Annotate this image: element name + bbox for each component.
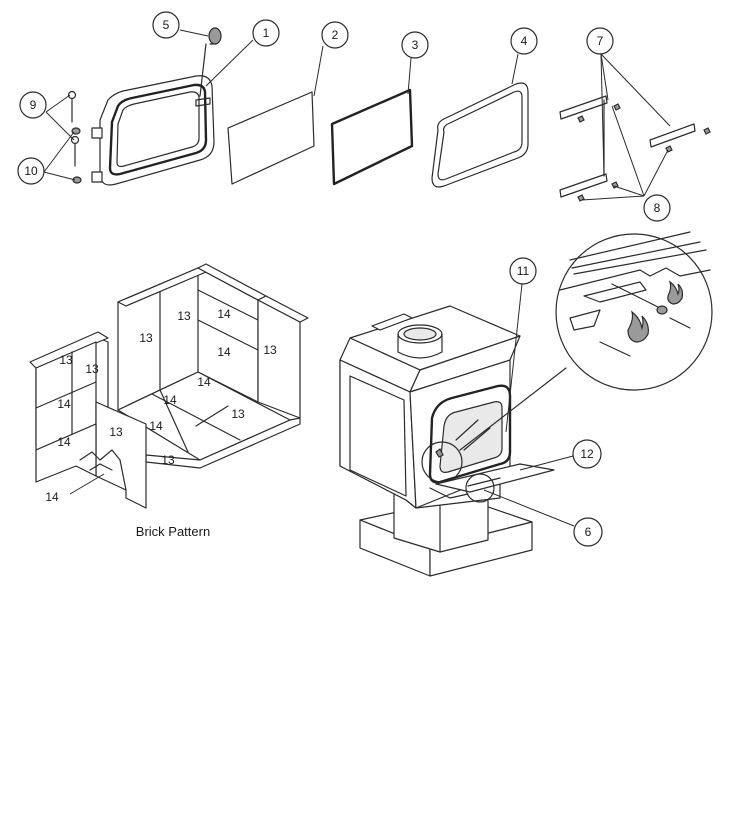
brick-label: 13 xyxy=(109,425,123,439)
glass-retainers xyxy=(559,95,711,202)
brick-label: 14 xyxy=(149,419,163,433)
brick-label: 13 xyxy=(161,453,175,467)
callout-6-label: 6 xyxy=(585,525,592,539)
handle-knob xyxy=(208,27,222,45)
callout-11-label: 11 xyxy=(517,264,530,278)
callout-6: 6 xyxy=(573,517,603,547)
door-gasket xyxy=(431,82,529,188)
callout-2: 2 xyxy=(321,21,349,49)
callout-4-label: 4 xyxy=(521,34,528,48)
brick-firebox xyxy=(29,263,309,509)
callout-8-label: 8 xyxy=(654,201,661,215)
brick-pattern-caption: Brick Pattern xyxy=(135,524,211,539)
callout-7-label: 7 xyxy=(597,34,604,48)
brick-label: 14 xyxy=(45,490,59,504)
brick-label: 14 xyxy=(57,397,71,411)
callout-2-label: 2 xyxy=(332,28,339,42)
brick-label: 14 xyxy=(217,307,231,321)
callout-8: 8 xyxy=(643,194,671,222)
callout-9-label: 9 xyxy=(30,98,37,112)
brick-label: 13 xyxy=(263,343,277,357)
brick-label: 14 xyxy=(217,345,231,359)
callout-7: 7 xyxy=(586,27,614,55)
callout-4: 4 xyxy=(510,27,538,55)
callout-12: 12 xyxy=(572,439,602,469)
brick-label: 13 xyxy=(139,331,153,345)
callout-3-label: 3 xyxy=(412,38,419,52)
brick-label: 14 xyxy=(163,393,177,407)
door-frame xyxy=(91,43,215,186)
leader-lines xyxy=(43,29,671,527)
brick-label: 13 xyxy=(85,362,99,376)
callout-1: 1 xyxy=(252,19,280,47)
callout-10: 10 xyxy=(17,157,45,185)
callout-9: 9 xyxy=(19,91,47,119)
callout-5: 5 xyxy=(152,11,180,39)
detail-view xyxy=(459,231,713,451)
brick-label: 13 xyxy=(231,407,245,421)
brick-label: 14 xyxy=(57,435,71,449)
brick-label: 13 xyxy=(177,309,191,323)
glass-panel xyxy=(227,91,315,185)
callout-3: 3 xyxy=(401,31,429,59)
stove-body xyxy=(339,305,555,577)
brick-label: 14 xyxy=(197,375,211,389)
callout-12-label: 12 xyxy=(580,447,594,461)
callout-1-label: 1 xyxy=(263,26,270,40)
callout-5-label: 5 xyxy=(163,18,170,32)
callout-10-label: 10 xyxy=(24,164,38,178)
glass-gasket xyxy=(330,88,414,186)
brick-label: 13 xyxy=(59,353,73,367)
callout-11: 11 xyxy=(509,257,537,285)
